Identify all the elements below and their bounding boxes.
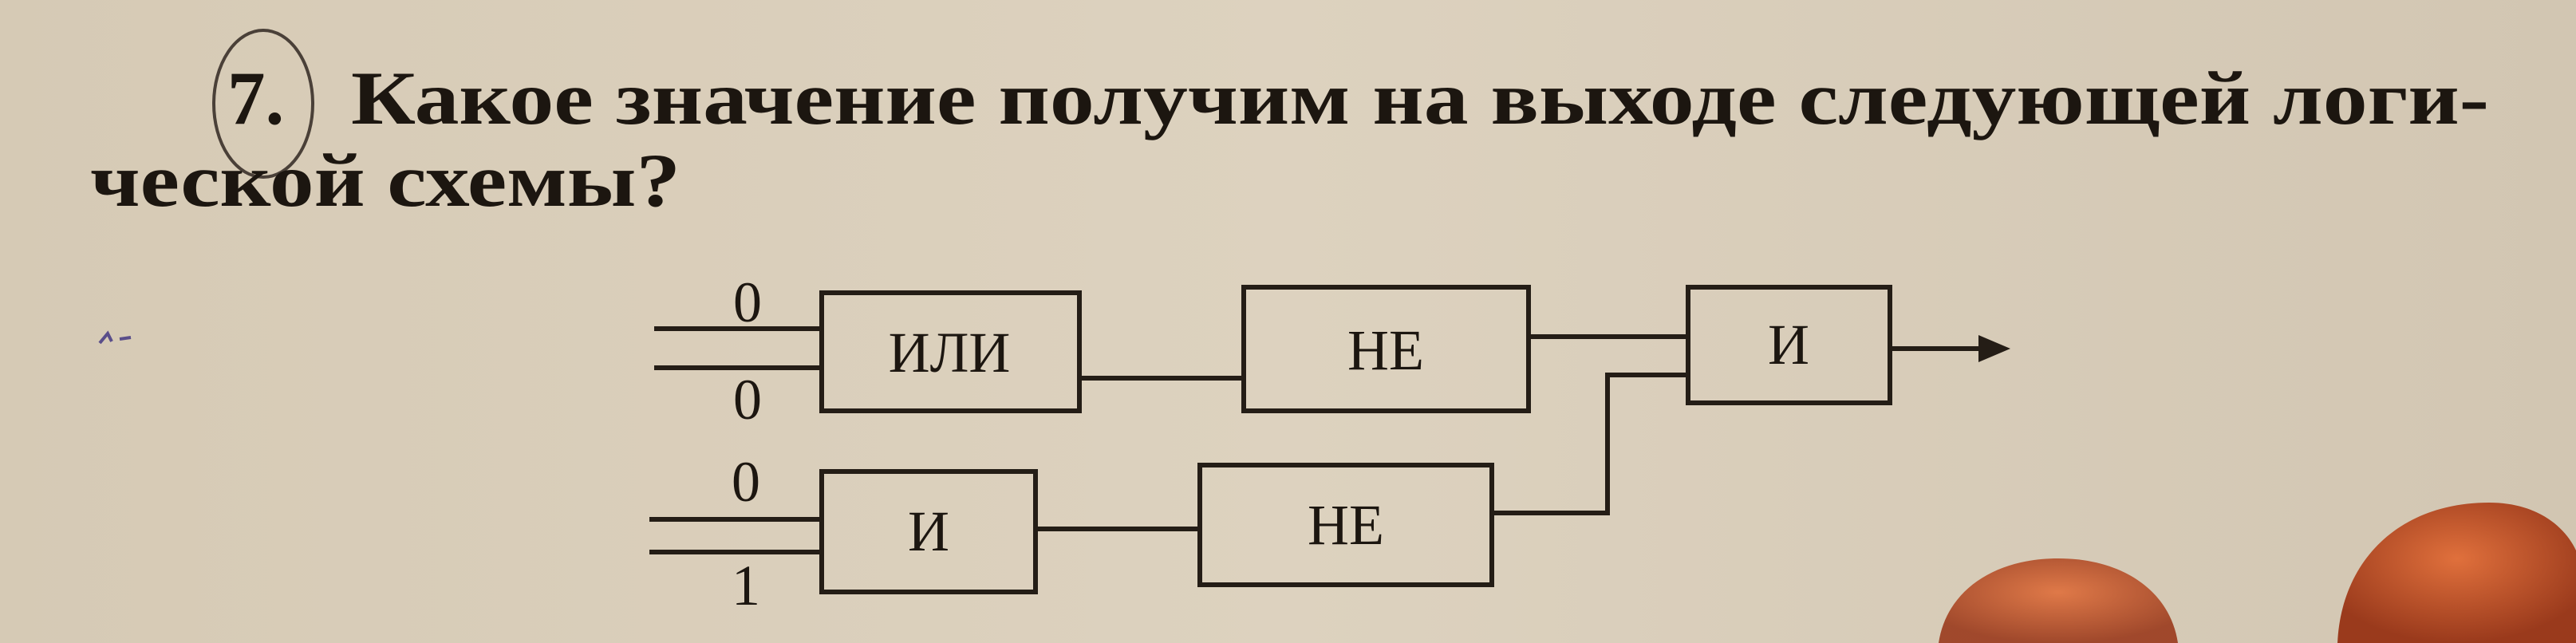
gate-and-output-label: И — [1768, 313, 1809, 377]
logic-circuit: 0 0 ИЛИ НЕ И 0 1 И НЕ — [649, 270, 2010, 617]
gate-not-top-label: НЕ — [1347, 318, 1424, 382]
gate-not-bottom-label: НЕ — [1308, 493, 1384, 557]
question-text-line2: ческой схемы? — [90, 138, 680, 223]
gate-or-label: ИЛИ — [889, 321, 1011, 385]
pencil-mark — [98, 330, 132, 345]
finger-right — [2337, 503, 2576, 643]
input-label-d: 1 — [732, 554, 760, 617]
gate-not-top — [1241, 285, 1531, 413]
pencil-circle-mark — [212, 29, 314, 179]
gate-and-bottom — [819, 469, 1038, 594]
question-text-line1: Какое значение получим на выходе следующ… — [351, 56, 2489, 140]
input-label-a: 0 — [733, 270, 762, 334]
wire-not-bottom-to-and — [1492, 373, 1688, 515]
gate-and-bottom-label: И — [908, 499, 949, 563]
question-number: 7. — [227, 56, 284, 140]
gate-not-bottom — [1197, 463, 1494, 587]
input-label-c: 0 — [732, 450, 760, 514]
finger-left — [1939, 558, 2178, 643]
output-arrow-icon — [1978, 335, 2010, 362]
gate-or — [819, 290, 1082, 413]
gate-and-output — [1686, 285, 1892, 405]
input-label-b: 0 — [733, 368, 762, 432]
